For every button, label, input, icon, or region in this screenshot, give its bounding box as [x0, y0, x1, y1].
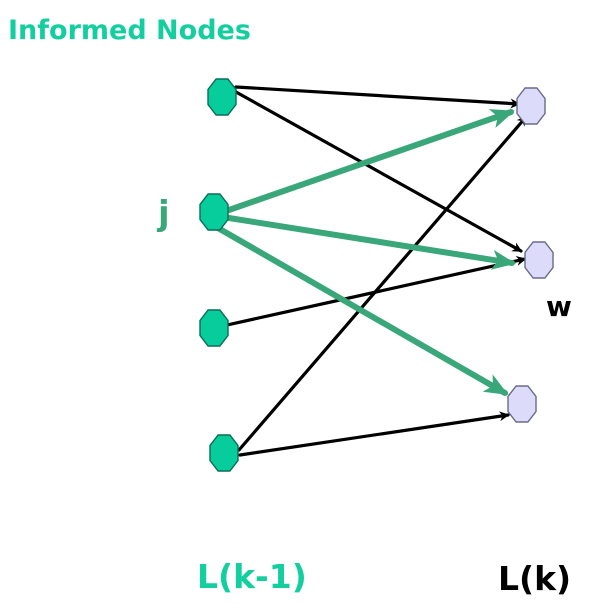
target-node-target-1 — [516, 87, 546, 125]
edge-source-j-to-target-1 — [226, 109, 515, 213]
informed-node-source-3 — [199, 309, 229, 347]
informed-node-source-j — [199, 193, 229, 231]
edge-source-4-to-target-1 — [237, 115, 528, 452]
title-informed-nodes: Informed Nodes — [8, 15, 251, 46]
informed-node-source-1 — [207, 78, 237, 116]
layer-label-previous: L(k-1) — [197, 557, 307, 596]
edge-source-j-to-target-2 — [226, 215, 516, 270]
edge-source-3-to-target-2 — [216, 255, 527, 329]
edge-source-1-to-target-2 — [234, 90, 523, 253]
informed-node-source-4 — [209, 434, 239, 472]
edge-source-j-to-target-3 — [215, 225, 509, 396]
edge-source-4-to-target-3 — [238, 411, 510, 457]
node-label-w: w — [546, 290, 572, 323]
target-node-target-3 — [507, 385, 537, 423]
edges-group — [215, 85, 528, 457]
target-node-target-2 — [524, 241, 554, 279]
node-label-j: j — [158, 194, 170, 234]
layer-label-current: L(k) — [498, 559, 572, 598]
nodes-group — [199, 78, 554, 472]
edge-source-1-to-target-1 — [234, 85, 521, 109]
